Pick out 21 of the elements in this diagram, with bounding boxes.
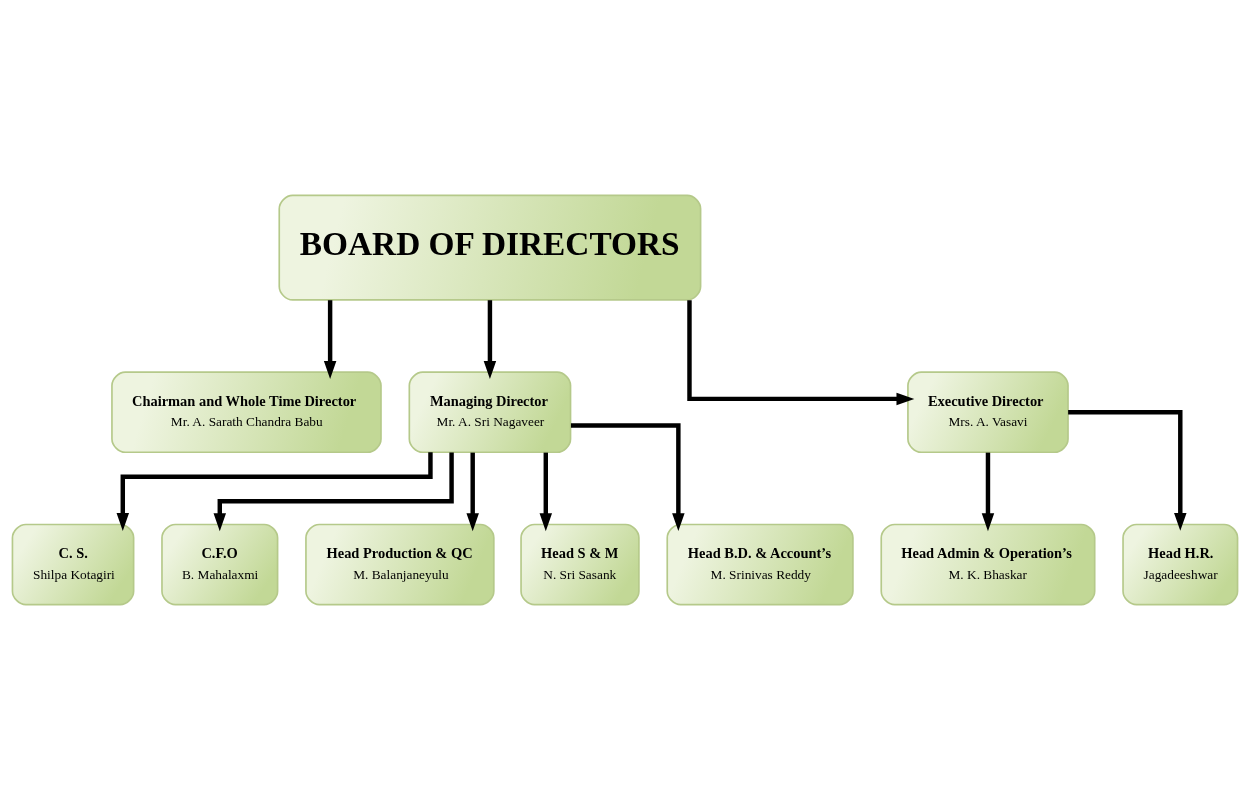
node-box: Managing Director Mr. A. Sri Nagaveer [408,371,572,454]
node-box: Chairman and Whole Time Director Mr. A. Sarath Chandra Babu [111,371,382,454]
node-box: C.F.O B. Mahalaxmi [161,523,279,606]
node-box: Head Production & QC M. Balanjaneyulu [305,523,495,606]
arrow [116,452,433,531]
node-box: Executive Director Mrs. A. Vasavi [907,371,1069,454]
arrow [539,452,553,532]
arrow [323,300,337,379]
arrow [981,452,995,532]
node-box: C. S. Shilpa Kotagiri [11,523,135,606]
arrow [483,300,497,379]
node-box: Head S & M N. Sri Sasank [520,523,640,606]
node-box: Head H.R. Jagadeeshwar [1122,523,1239,606]
arrow [570,423,685,532]
arrow [1068,410,1187,531]
node-box: Head B.D. & Account’s M. Srinivas Reddy [666,523,854,606]
arrow [466,452,479,532]
node-box: BOARD OF DIRECTORS [278,194,702,301]
arrow [687,300,915,406]
node-box: Head Admin & Operation’s M. K. Bhaskar [880,523,1096,606]
arrow [213,452,454,532]
